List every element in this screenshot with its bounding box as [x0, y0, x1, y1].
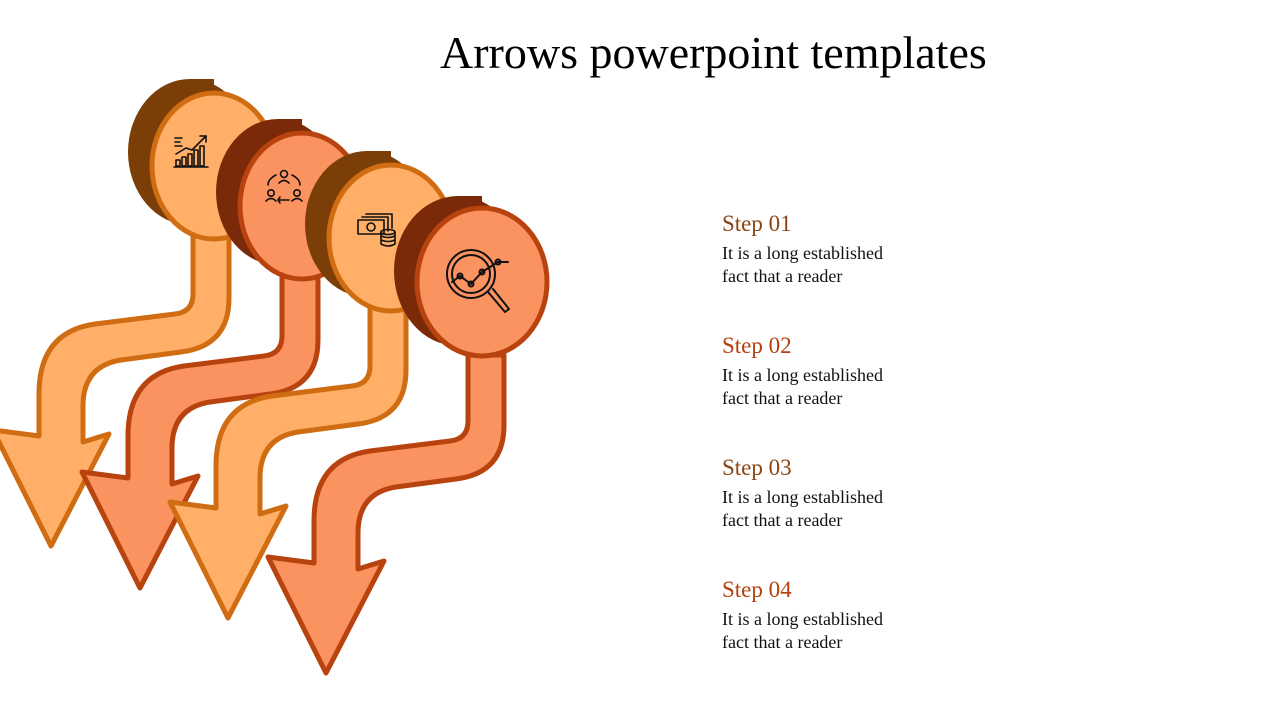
step-title: Step 02: [722, 333, 792, 358]
magnifier-analytics-icon: [446, 249, 510, 313]
step-description: It is a long established fact that a rea…: [722, 609, 883, 652]
money-coins-icon: [357, 213, 396, 247]
step-title: Step 04: [722, 577, 792, 602]
growth-chart-icon: [173, 135, 209, 168]
team-cycle-icon: [265, 169, 303, 204]
step-description: It is a long established fact that a rea…: [722, 243, 883, 286]
step-3: Step 03 It is a long established fact th…: [722, 454, 883, 532]
step-title: Step 03: [722, 455, 792, 480]
step-title: Step 01: [722, 211, 792, 236]
step-description: It is a long established fact that a rea…: [722, 487, 883, 530]
page-title: Arrows powerpoint templates: [440, 27, 987, 78]
cylinder-4: [394, 196, 550, 359]
step-description: It is a long established fact that a rea…: [722, 365, 883, 408]
step-2: Step 02 It is a long established fact th…: [722, 332, 883, 410]
step-4: Step 04 It is a long established fact th…: [722, 576, 883, 654]
step-1: Step 01 It is a long established fact th…: [722, 210, 883, 288]
